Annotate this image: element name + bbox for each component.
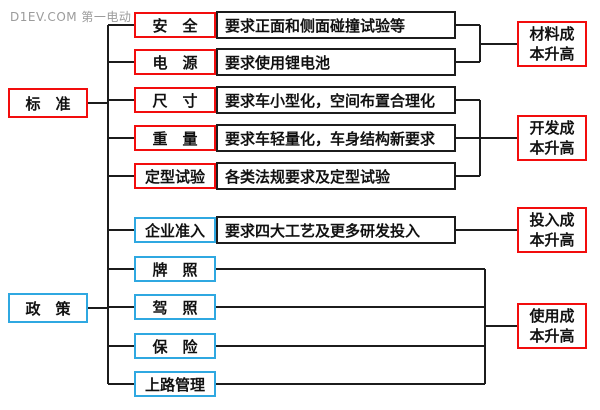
desc-enterprise-access: 要求四大工艺及更多研发投入 [216, 216, 456, 244]
node-insurance: 保 险 [134, 333, 216, 359]
result-material-cost: 材料成 本升高 [517, 21, 587, 67]
node-power-source: 电 源 [134, 49, 216, 75]
desc-power-source: 要求使用锂电池 [216, 48, 456, 76]
root-policy: 政 策 [8, 293, 88, 323]
result-investment-cost: 投入成 本升高 [517, 207, 587, 253]
watermark-logo: D1EV.COM 第一电动 [10, 10, 132, 24]
result-line: 本升高 [529, 45, 575, 63]
result-line: 材料成 [529, 25, 575, 43]
result-development-cost: 开发成 本升高 [517, 115, 587, 161]
desc-type-test: 各类法规要求及定型试验 [216, 162, 456, 190]
node-size: 尺 寸 [134, 87, 216, 113]
desc-size: 要求车小型化，空间布置合理化 [216, 86, 456, 114]
node-weight: 重 量 [134, 125, 216, 151]
node-type-test: 定型试验 [134, 163, 216, 189]
result-line: 投入成 [529, 211, 575, 229]
node-driver-license: 驾 照 [134, 294, 216, 320]
result-line: 本升高 [529, 231, 575, 249]
node-safety: 安 全 [134, 12, 216, 38]
result-line: 开发成 [529, 119, 575, 137]
node-enterprise-access: 企业准入 [134, 217, 216, 243]
root-standard: 标 准 [8, 88, 88, 118]
node-road-management: 上路管理 [134, 371, 216, 397]
result-line: 本升高 [529, 139, 575, 157]
result-line: 使用成 [529, 307, 575, 325]
desc-safety: 要求正面和侧面碰撞试验等 [216, 11, 456, 39]
result-usage-cost: 使用成 本升高 [517, 303, 587, 349]
node-license-plate: 牌 照 [134, 256, 216, 282]
desc-weight: 要求车轻量化，车身结构新要求 [216, 124, 456, 152]
result-line: 本升高 [529, 327, 575, 345]
